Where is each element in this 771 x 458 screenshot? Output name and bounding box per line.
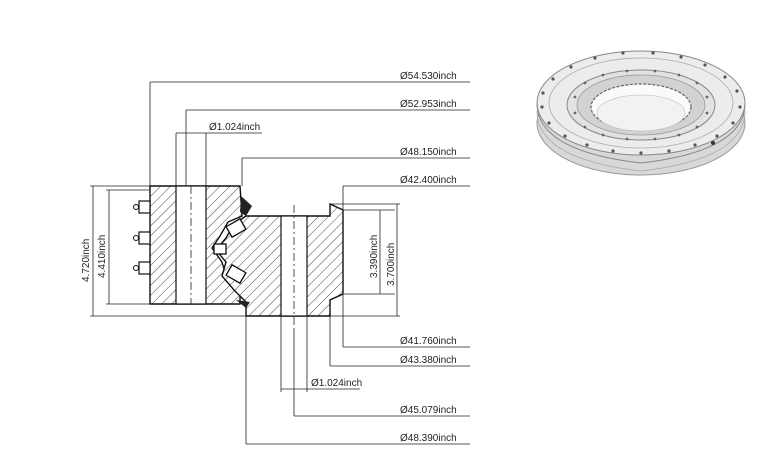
bottom-dimension-lines <box>245 294 470 445</box>
dim-height-gear: 3.700inch <box>386 243 397 286</box>
dim-hole-bottom: Ø1.024inch <box>311 378 362 389</box>
dim-41760: Ø41.760inch <box>400 336 457 347</box>
dim-54530: Ø54.530inch <box>400 71 457 82</box>
dim-45079: Ø45.079inch <box>400 405 457 416</box>
dim-height-outer: 4.410inch <box>97 235 108 278</box>
dim-43380: Ø43.380inch <box>400 355 457 366</box>
dim-42400: Ø42.400inch <box>400 175 457 186</box>
dim-height-total: 4.720inch <box>81 239 92 282</box>
inner-bolt-holes <box>573 69 709 141</box>
outer-bolt-holes <box>540 51 742 155</box>
left-height-dimensions <box>90 185 246 317</box>
inner-ring-section <box>215 202 344 330</box>
dim-48150: Ø48.150inch <box>400 147 457 158</box>
dim-height-inner: 3.390inch <box>369 235 380 278</box>
dim-hole-top: Ø1.024inch <box>209 122 260 133</box>
top-dimension-lines <box>149 81 470 210</box>
rollers <box>213 217 247 285</box>
bearing-3d-render <box>536 50 746 176</box>
dim-48390: Ø48.390inch <box>400 433 457 444</box>
dim-52953: Ø52.953inch <box>400 99 457 110</box>
outer-ring-section <box>149 185 243 305</box>
bolt-heads <box>133 200 151 275</box>
seals <box>236 196 252 308</box>
right-height-dimensions <box>330 203 400 317</box>
